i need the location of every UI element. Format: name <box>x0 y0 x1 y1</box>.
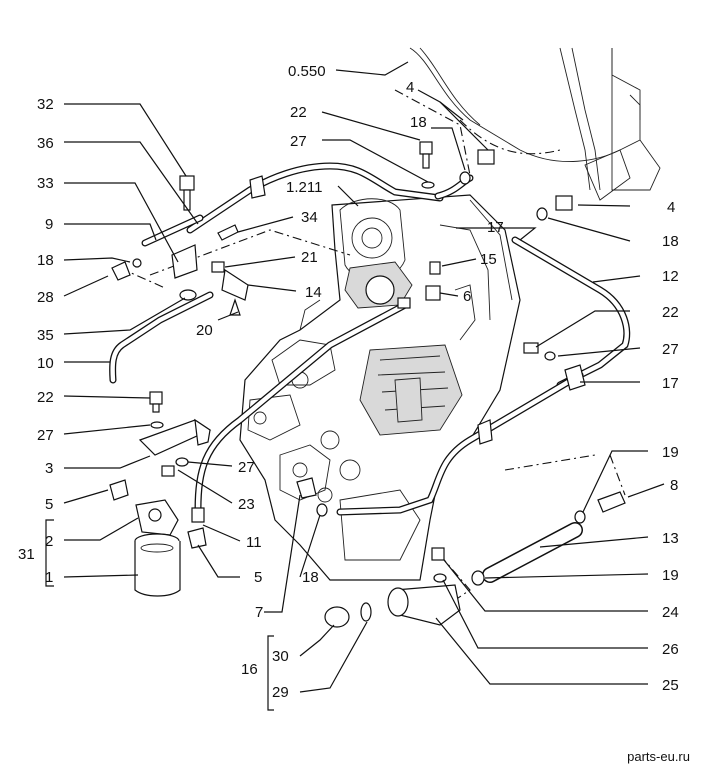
callout-0.550: 0.550 <box>288 63 326 80</box>
pipe-10 <box>109 291 214 384</box>
callout-33: 33 <box>37 175 54 192</box>
callout-26: 26 <box>662 641 679 658</box>
callout-9: 9 <box>45 216 53 233</box>
callout-6: 6 <box>463 288 471 305</box>
callout-36: 36 <box>37 135 54 152</box>
callout-17-right: 17 <box>662 375 679 392</box>
callout-22-left: 22 <box>37 389 54 406</box>
small-parts <box>109 141 626 628</box>
pipe-11 <box>194 301 409 514</box>
watermark-text: parts-eu.ru <box>627 749 690 764</box>
callout-10: 10 <box>37 355 54 372</box>
callout-4-right: 4 <box>667 199 675 216</box>
callout-19-top: 19 <box>662 444 679 461</box>
callout-5-left: 5 <box>45 496 53 513</box>
callout-14: 14 <box>305 284 322 301</box>
engine-housing-outline <box>394 47 661 201</box>
callout-1: 1 <box>45 569 53 586</box>
callout-30: 30 <box>272 648 289 665</box>
pipe-36-assembly <box>141 162 444 247</box>
callout-32: 32 <box>37 96 54 113</box>
callout-11: 11 <box>246 534 262 551</box>
callout-13: 13 <box>662 530 679 547</box>
callout-labels: 0.550 4 18 32 22 36 27 1.211 33 4 34 17 … <box>18 63 679 701</box>
callout-3: 3 <box>45 460 53 477</box>
callout-25: 25 <box>662 677 679 694</box>
callout-4-top: 4 <box>406 79 414 96</box>
callout-18-right: 18 <box>662 233 679 250</box>
callout-24: 24 <box>662 604 679 621</box>
callout-34: 34 <box>301 209 318 226</box>
hose-13 <box>482 522 583 583</box>
callout-27-right: 27 <box>662 341 679 358</box>
callout-22-right: 22 <box>662 304 679 321</box>
callout-2: 2 <box>45 533 53 550</box>
callout-27-top: 27 <box>290 133 307 150</box>
callout-20: 20 <box>196 322 213 339</box>
callout-7: 7 <box>255 604 263 621</box>
callout-29: 29 <box>272 684 289 701</box>
pipe-17-lower <box>336 371 584 516</box>
callout-35: 35 <box>37 327 54 344</box>
callout-22-top: 22 <box>290 104 307 121</box>
callout-17-top: 17 <box>487 219 504 236</box>
callout-27-left: 27 <box>37 427 54 444</box>
callout-28: 28 <box>37 289 54 306</box>
callout-21: 21 <box>301 249 318 266</box>
pipe-12 <box>511 236 631 389</box>
callout-5-bottom: 5 <box>254 569 262 586</box>
callout-18-top: 18 <box>410 114 427 131</box>
callout-18-bottom: 18 <box>302 569 319 586</box>
callout-19-bottom: 19 <box>662 567 679 584</box>
callout-31: 31 <box>18 546 35 563</box>
callout-12: 12 <box>662 268 679 285</box>
callout-15: 15 <box>480 251 497 268</box>
callout-27-mid: 27 <box>238 459 255 476</box>
leader-lines <box>45 61 665 711</box>
callout-18-left: 18 <box>37 252 54 269</box>
callout-8: 8 <box>670 477 678 494</box>
callout-16: 16 <box>241 661 258 678</box>
callout-23: 23 <box>238 496 255 513</box>
callout-1.211: 1.211 <box>286 179 322 196</box>
